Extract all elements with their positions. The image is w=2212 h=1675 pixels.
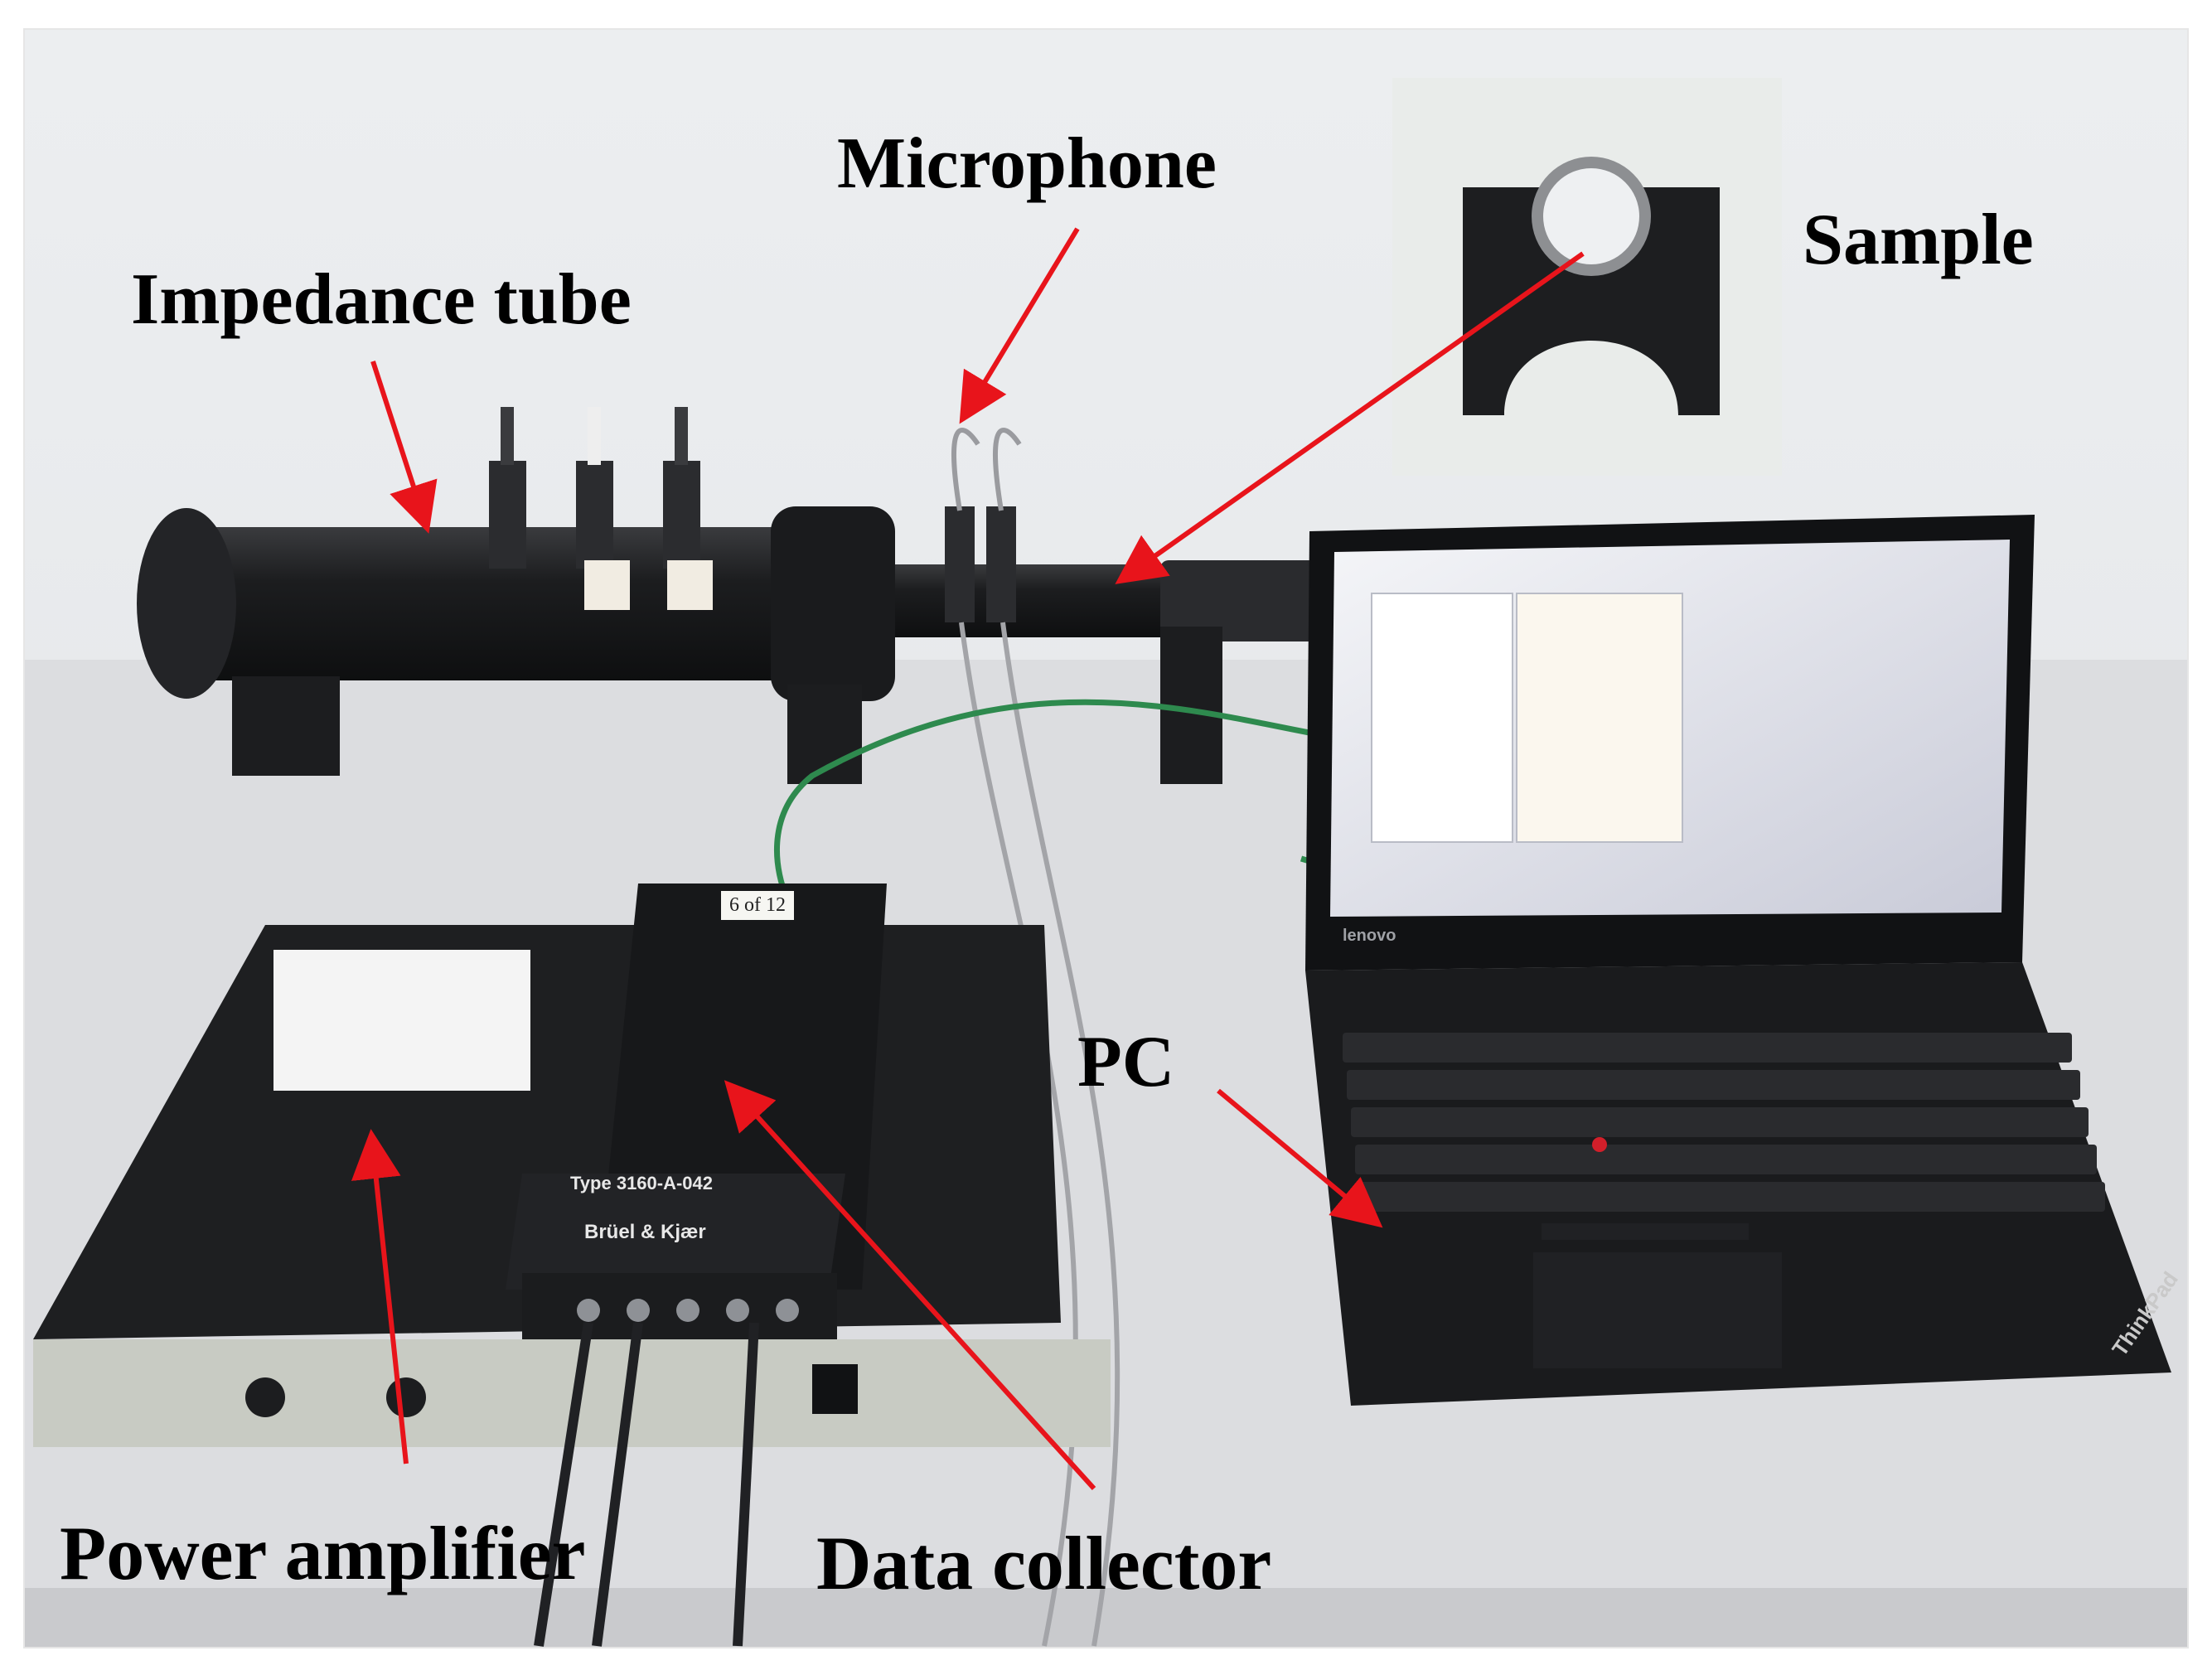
- laptop: [1305, 515, 2171, 1406]
- label-sample: Sample: [1803, 200, 2034, 280]
- label-impedance-tube: Impedance tube: [131, 259, 632, 340]
- label-pc: PC: [1077, 1022, 1175, 1102]
- handwritten-tag: 6 of 12: [721, 891, 794, 920]
- device-label-type: Type 3160-A-042: [570, 1173, 714, 1193]
- sample-inset: [1392, 78, 1782, 476]
- laptop-brand-label: lenovo: [1343, 927, 1396, 945]
- device-label-brand: Brüel & Kjær: [584, 1221, 706, 1243]
- lab-photo: [23, 28, 2189, 1648]
- label-power-amplifier: Power amplifier: [60, 1511, 586, 1595]
- label-data-collector: Data collector: [816, 1521, 1272, 1605]
- label-microphone: Microphone: [837, 123, 1217, 204]
